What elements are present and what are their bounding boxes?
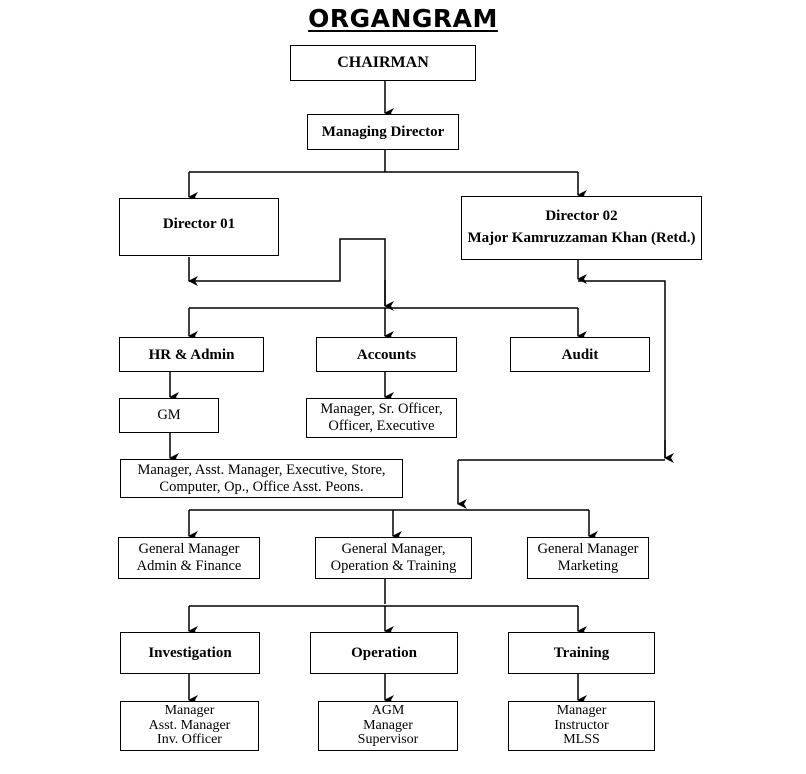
operation-staff-item: AGM: [371, 702, 405, 718]
accounts-label: Accounts: [356, 346, 417, 363]
investigation-label: Investigation: [148, 645, 232, 661]
director1-label: Director 01: [162, 216, 236, 232]
investigation-staff-item: Asst. Manager: [148, 717, 231, 733]
gm-marketing-line2: Marketing: [557, 558, 619, 574]
investigation-staff-item: Inv. Officer: [157, 732, 222, 748]
hr-admin-box: HR & Admin: [119, 337, 264, 372]
operation-staff-item: Supervisor: [357, 732, 419, 748]
investigation-staff-box: Manager Asst. Manager Inv. Officer: [120, 701, 259, 751]
chairman-label: CHAIRMAN: [337, 54, 429, 72]
training-staff-box: Manager Instructor MLSS: [508, 701, 655, 751]
training-staff-item: Instructor: [554, 717, 609, 733]
audit-box: Audit: [510, 337, 650, 372]
gm-marketing-box: General Manager Marketing: [527, 537, 649, 579]
gm-operation-training-box: General Manager, Operation & Training: [315, 537, 472, 579]
hr-admin-label: HR & Admin: [148, 346, 235, 363]
managing-director-label: Managing Director: [321, 124, 445, 140]
accounts-staff-line1: Manager, Sr. Officer,: [320, 401, 443, 418]
hr-staff-line1: Manager, Asst. Manager, Executive, Store…: [137, 461, 386, 478]
chart-title: ORGANGRAM: [308, 4, 498, 33]
gm-admin-finance-line1: General Manager: [138, 541, 240, 558]
investigation-staff-item: Manager: [164, 702, 215, 718]
accounts-staff-box: Manager, Sr. Officer, Officer, Executive: [306, 398, 457, 438]
gm-box: GM: [119, 398, 219, 433]
accounts-staff-line2: Officer, Executive: [328, 418, 435, 434]
training-staff-item: MLSS: [563, 732, 600, 748]
training-box: Training: [508, 632, 655, 674]
operation-staff-box: AGM Manager Supervisor: [318, 701, 458, 751]
gm-admin-finance-box: General Manager Admin & Finance: [118, 537, 260, 579]
managing-director-box: Managing Director: [307, 114, 459, 150]
hr-staff-box: Manager, Asst. Manager, Executive, Store…: [120, 459, 403, 498]
accounts-box: Accounts: [316, 337, 457, 372]
gm-admin-finance-line2: Admin & Finance: [136, 558, 242, 574]
operation-label: Operation: [351, 645, 417, 661]
audit-label: Audit: [561, 346, 599, 363]
gm-operation-training-line1: General Manager,: [341, 541, 446, 558]
gm-marketing-line1: General Manager: [537, 541, 639, 558]
director2-title: Director 02: [545, 208, 618, 225]
training-staff-item: Manager: [556, 702, 607, 718]
gm-label: GM: [157, 406, 181, 423]
training-label: Training: [553, 645, 610, 661]
connector-director1-route: [189, 238, 386, 306]
chairman-box: CHAIRMAN: [290, 45, 476, 81]
director2-box: Director 02 Major Kamruzzaman Khan (Retd…: [461, 196, 702, 260]
investigation-box: Investigation: [120, 632, 260, 674]
director2-name: Major Kamruzzaman Khan (Retd.): [467, 230, 696, 246]
connector-director2-route: [578, 280, 666, 458]
hr-staff-line2: Computer, Op., Office Asst. Peons.: [159, 478, 364, 495]
director1-box: Director 01: [119, 198, 279, 256]
operation-box: Operation: [310, 632, 458, 674]
operation-staff-item: Manager: [363, 717, 413, 733]
gm-operation-training-line2: Operation & Training: [330, 558, 457, 574]
